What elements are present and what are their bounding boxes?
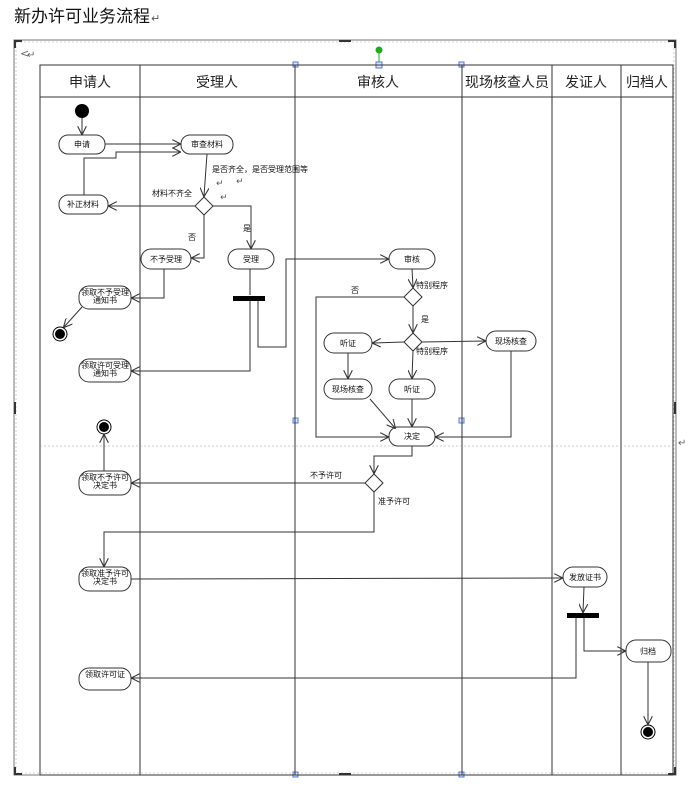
- node-review-materials-label: 审查材料: [191, 139, 223, 149]
- label-yes-2: 是: [421, 315, 429, 324]
- node-receive-acceptance-notice-label: 领取许可受理通知书: [81, 361, 129, 378]
- paragraph-mark: ↵: [236, 177, 244, 187]
- edge-not-accepted-notice: [132, 269, 165, 298]
- node-apply-label: 申请: [74, 139, 90, 149]
- lane-header-acceptor: 受理人: [196, 75, 238, 91]
- decision-special-procedure-1[interactable]: [403, 287, 423, 307]
- node-hearing-left-label: 听证: [340, 339, 356, 348]
- paragraph-mark: ↵: [220, 193, 228, 203]
- edge-fork-acceptance-notice: [132, 301, 251, 371]
- edge-to-hearing-right: [412, 350, 413, 378]
- node-receive-license[interactable]: [78, 667, 132, 691]
- corner-handle-top-left[interactable]: [14, 40, 22, 48]
- decision-materials-complete[interactable]: [194, 196, 214, 216]
- node-receive-acceptance-notice[interactable]: [78, 358, 132, 383]
- node-not-accepted-label: 不予受理: [150, 254, 182, 264]
- edge-supplement-review: [83, 152, 180, 195]
- label-no-2: 否: [351, 286, 359, 295]
- label-reject: 不予许可: [310, 470, 342, 480]
- label-yes-1: 是: [243, 224, 251, 233]
- corner-handle-bottom-right[interactable]: [668, 767, 676, 775]
- node-site-check-left[interactable]: [323, 378, 373, 400]
- edge-fork-license: [132, 618, 577, 678]
- swimlane-table: [39, 64, 674, 776]
- paragraph-mark: ↵: [27, 50, 35, 61]
- node-site-check-right-label: 现场核查: [495, 336, 527, 346]
- edge-examine-special: [412, 268, 413, 287]
- edge-to-site-check-right: [421, 341, 485, 342]
- lane-header-site-inspector: 现场核查人员: [465, 75, 549, 91]
- node-receive-approval-label-box: 领取准予许可决定书: [81, 569, 129, 586]
- node-receive-not-accepted-notice-label: 领取不予受理通知书: [81, 288, 129, 305]
- node-receive-not-accepted-notice[interactable]: [78, 285, 132, 310]
- node-site-check-left-label: 现场核查: [332, 384, 364, 394]
- label-incomplete: 材料不齐全: [152, 188, 192, 198]
- paragraph-mark: ↵: [678, 438, 686, 449]
- node-receive-rejection-label-box: 领取不予许可决定书: [81, 473, 129, 490]
- resize-handles[interactable]: [14, 40, 676, 775]
- node-hearing-right-label: 听证: [404, 385, 420, 394]
- node-receive-license-label: 领取许可证: [85, 670, 125, 679]
- label-check-question: 是否齐全，是否受理范围等: [212, 164, 308, 174]
- node-receive-approval-label: 领取准予许可决定书: [81, 569, 129, 586]
- edge-issue-fork: [583, 586, 584, 612]
- edge-site-check-decision: [369, 398, 395, 428]
- label-approve: 准予许可: [378, 496, 410, 506]
- edge-approve: [104, 492, 375, 566]
- connectors: [64, 118, 648, 724]
- node-issue-certificate[interactable]: [562, 566, 608, 588]
- edge-no-decision: [315, 296, 404, 437]
- edge-fork-archive: [583, 618, 625, 651]
- start-node[interactable]: [75, 104, 89, 118]
- page-title: 新办许可业务流程↵: [14, 2, 160, 27]
- fork-bar-accept[interactable]: [233, 296, 265, 301]
- node-archive-label: 归档: [640, 646, 656, 656]
- node-accept[interactable]: [227, 248, 275, 270]
- fork-bar-issue[interactable]: [567, 613, 599, 618]
- end-node-not-accepted[interactable]: [55, 329, 65, 339]
- paragraph-mark: ↵: [151, 12, 161, 25]
- edge-yes-accept: [213, 205, 251, 248]
- outer-frame[interactable]: [13, 39, 677, 776]
- inner-frame: [15, 41, 675, 774]
- decision-permit[interactable]: [364, 473, 384, 493]
- label-special-procedure-1: 特别程序: [416, 280, 448, 290]
- end-node-rejected[interactable]: [99, 422, 109, 432]
- node-accept-label: 受理: [243, 254, 259, 264]
- node-decision-label: 决定: [404, 431, 420, 441]
- node-examine-label: 审核: [404, 254, 420, 264]
- lane-header-archivist: 归档人: [626, 74, 668, 91]
- edge-review-decision: [204, 153, 207, 196]
- paragraph-mark: ↵: [216, 179, 224, 189]
- edge-approval-issue: [130, 578, 562, 579]
- frame-arrow-mark: <: [20, 47, 29, 60]
- node-receive-rejection-label: 领取不予许可决定书: [81, 473, 129, 490]
- edge-decision-permit: [374, 446, 413, 473]
- rotate-handle[interactable]: [375, 46, 383, 54]
- lane-header-reviewer: 审核人: [357, 75, 399, 91]
- node-receive-acceptance-notice-label-box: 领取许可受理通知书: [81, 361, 129, 378]
- edge-no-not-accepted: [192, 215, 205, 258]
- label-no-1: 否: [188, 233, 196, 242]
- corner-handle-top-right[interactable]: [668, 40, 676, 48]
- edge-notice-end: [64, 306, 83, 327]
- node-supplement-label: 补正材料: [67, 199, 99, 209]
- end-node-archived[interactable]: [643, 727, 653, 737]
- lane-header-applicant: 申请人: [69, 75, 111, 91]
- node-receive-not-accepted-notice-label-box: 领取不予受理通知书: [81, 288, 129, 305]
- node-not-accepted[interactable]: [140, 248, 192, 270]
- edge-to-hearing-left: [373, 342, 405, 343]
- corner-handle-bottom-left[interactable]: [14, 767, 22, 775]
- node-receive-license-label-box: 领取许可证: [85, 670, 125, 679]
- title-text: 新办许可业务流程: [14, 7, 150, 27]
- lane-header-issuer: 发证人: [565, 75, 607, 91]
- node-issue-certificate-label: 发放证书: [569, 572, 601, 582]
- edge-fork-examine: [257, 259, 388, 348]
- label-special-procedure-2: 特别程序: [416, 346, 448, 356]
- edge-site-right-decision: [436, 351, 512, 437]
- node-receive-rejection[interactable]: [78, 470, 132, 496]
